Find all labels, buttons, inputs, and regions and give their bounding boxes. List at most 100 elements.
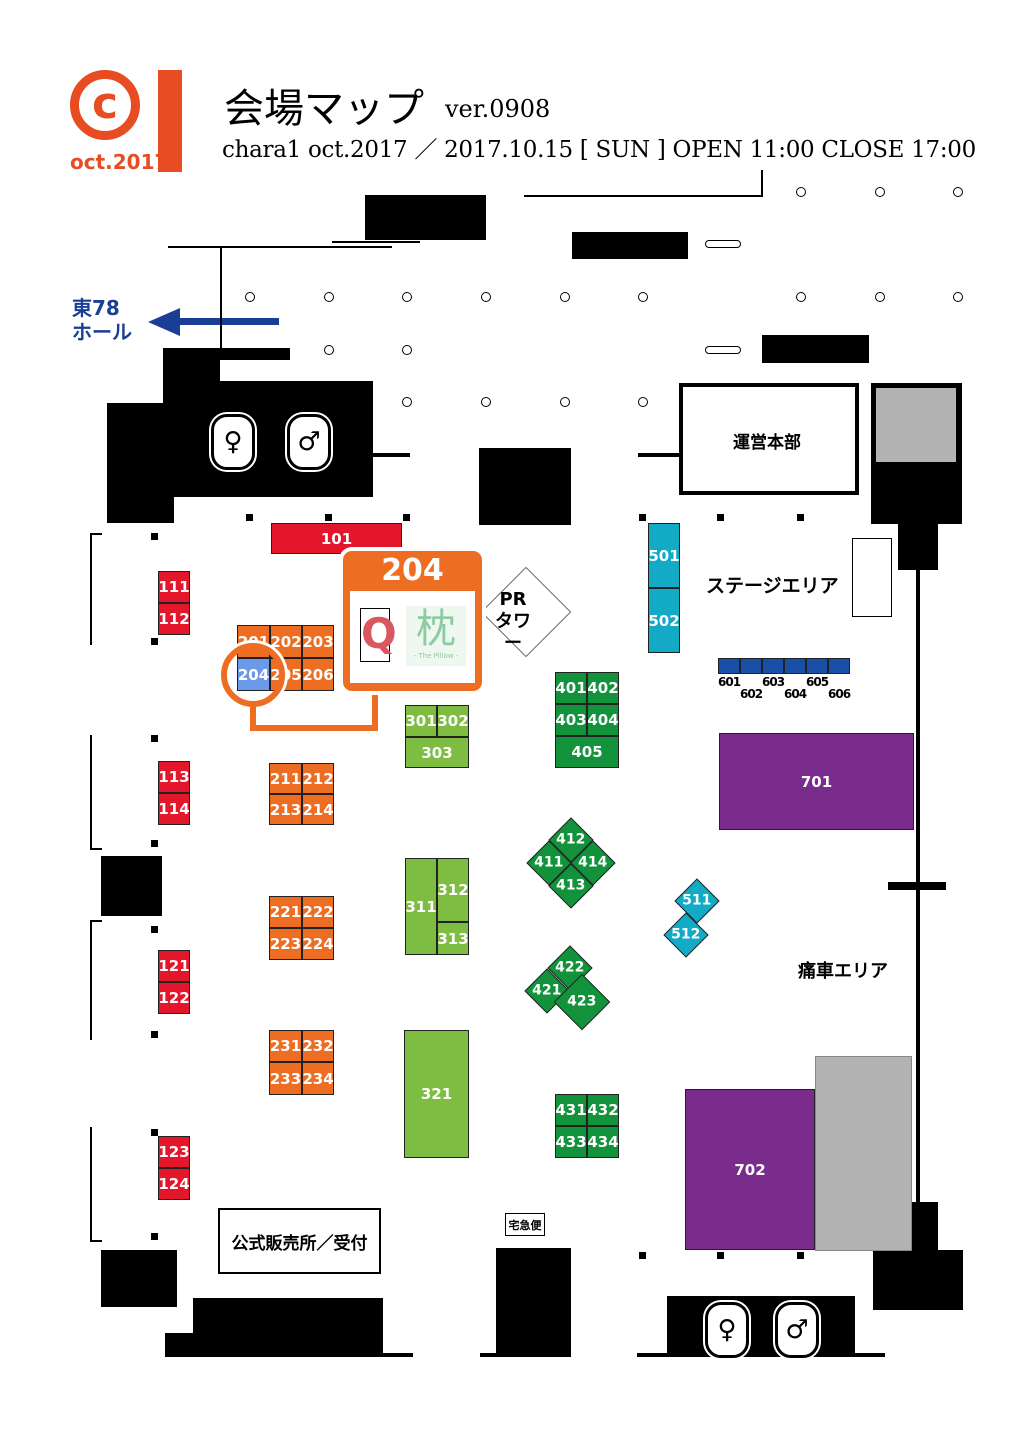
arrow-left-icon — [148, 308, 180, 336]
pillar-icon — [953, 292, 963, 302]
booth-234[interactable]: 234 — [302, 1062, 334, 1095]
pillar-icon — [324, 292, 334, 302]
arrow-shaft — [175, 318, 279, 325]
booth-212[interactable]: 212 — [302, 763, 334, 794]
booth-112[interactable]: 112 — [158, 603, 190, 635]
booth-203[interactable]: 203 — [302, 625, 334, 658]
booth-label: 512 — [671, 926, 701, 943]
wall-block — [365, 195, 486, 240]
pillar-icon — [560, 292, 570, 302]
floor-marker — [325, 514, 332, 521]
booth-223[interactable]: 223 — [269, 928, 302, 960]
booth-301[interactable]: 301 — [405, 705, 437, 737]
booth-222[interactable]: 222 — [302, 896, 334, 928]
pillar-icon — [560, 397, 570, 407]
booth-111[interactable]: 111 — [158, 571, 190, 603]
floor-marker — [151, 533, 158, 540]
wall-line — [332, 241, 420, 243]
itasha-area-label: 痛車エリア — [798, 961, 888, 982]
wall-block — [496, 1248, 571, 1355]
booth-601[interactable] — [718, 658, 740, 674]
booth-302[interactable]: 302 — [437, 705, 469, 737]
booth-206[interactable]: 206 — [302, 658, 334, 691]
booth-502[interactable]: 502 — [648, 588, 680, 653]
wall-line — [637, 1353, 885, 1357]
booth-303[interactable]: 303 — [405, 737, 469, 768]
booth-211[interactable]: 211 — [269, 763, 302, 794]
booth-605[interactable] — [806, 658, 828, 674]
booth-702[interactable]: 702 — [685, 1089, 815, 1250]
booth-401[interactable]: 401 — [555, 672, 587, 704]
east-hall-line2: ホール — [72, 320, 132, 344]
circle-q-logo: Q — [360, 608, 397, 662]
floor-marker — [797, 514, 804, 521]
booth-402[interactable]: 402 — [587, 672, 619, 704]
wall-line — [220, 248, 222, 348]
booth-214[interactable]: 214 — [302, 794, 334, 825]
booth-233[interactable]: 233 — [269, 1062, 302, 1095]
booth-432[interactable]: 432 — [587, 1094, 619, 1126]
wall-line — [480, 1353, 571, 1357]
booth-114[interactable]: 114 — [158, 793, 190, 825]
wall-block — [873, 1250, 963, 1310]
pillar-icon — [402, 397, 412, 407]
callout-logos: Q 枕 - The Pillow - — [350, 591, 475, 683]
pillow-logo-kanji: 枕 — [416, 606, 456, 652]
booth-501[interactable]: 501 — [648, 523, 680, 588]
booth-604[interactable] — [784, 658, 806, 674]
wall-line — [888, 882, 946, 890]
booth-label: 606 — [828, 687, 851, 701]
door-icon — [705, 346, 741, 354]
booth-701[interactable]: 701 — [719, 733, 914, 830]
wall-line — [373, 453, 410, 457]
pillar-icon — [796, 292, 806, 302]
booth-122[interactable]: 122 — [158, 982, 190, 1014]
callout-line — [250, 704, 256, 731]
booth-213[interactable]: 213 — [269, 794, 302, 825]
booth-113[interactable]: 113 — [158, 761, 190, 793]
booth-231[interactable]: 231 — [269, 1030, 302, 1062]
toilet-male-icon: ♂ — [287, 414, 331, 470]
booth-311[interactable]: 311 — [405, 858, 437, 955]
booth-221[interactable]: 221 — [269, 896, 302, 928]
booth-433[interactable]: 433 — [555, 1126, 587, 1158]
booth-431[interactable]: 431 — [555, 1094, 587, 1126]
booth-label: 605 — [806, 675, 829, 689]
booth-101[interactable]: 101 — [271, 523, 402, 554]
booth-602[interactable] — [740, 658, 762, 674]
booth-121[interactable]: 121 — [158, 950, 190, 982]
pillar-icon — [638, 397, 648, 407]
booth-312[interactable]: 312 — [437, 858, 469, 922]
booth-606[interactable] — [828, 658, 850, 674]
booth-321[interactable]: 321 — [404, 1030, 469, 1158]
booth-603[interactable] — [762, 658, 784, 674]
wall-block — [898, 522, 938, 570]
highlight-callout[interactable]: 204 Q 枕 - The Pillow - — [343, 551, 482, 691]
wall-line — [90, 920, 92, 1040]
booth-404[interactable]: 404 — [587, 704, 619, 736]
booth-124[interactable]: 124 — [158, 1168, 190, 1200]
booth-434[interactable]: 434 — [587, 1126, 619, 1158]
booth-405[interactable]: 405 — [555, 736, 619, 768]
wall-block — [101, 856, 162, 916]
booth-224[interactable]: 224 — [302, 928, 334, 960]
official-shop-reception: 公式販売所／受付 — [218, 1208, 381, 1274]
booth-313[interactable]: 313 — [437, 922, 469, 955]
pr-tower-label: PR タワー — [487, 589, 539, 655]
east-hall-label: 東78 ホール — [72, 296, 132, 344]
booth-label: 604 — [784, 687, 807, 701]
floor-marker — [151, 1031, 158, 1038]
stage-area-label: ステージエリア — [706, 575, 839, 597]
booth-123[interactable]: 123 — [158, 1136, 190, 1168]
stage — [852, 538, 892, 617]
booth-label: 423 — [567, 993, 597, 1010]
floor-marker — [639, 1252, 646, 1259]
callout-line — [372, 688, 378, 731]
booth-232[interactable]: 232 — [302, 1030, 334, 1062]
wall-line — [90, 1127, 92, 1242]
door-icon — [705, 240, 741, 248]
booth-403[interactable]: 403 — [555, 704, 587, 736]
booth-label: 411 — [534, 854, 564, 871]
booth-512[interactable]: 512 — [663, 912, 709, 958]
